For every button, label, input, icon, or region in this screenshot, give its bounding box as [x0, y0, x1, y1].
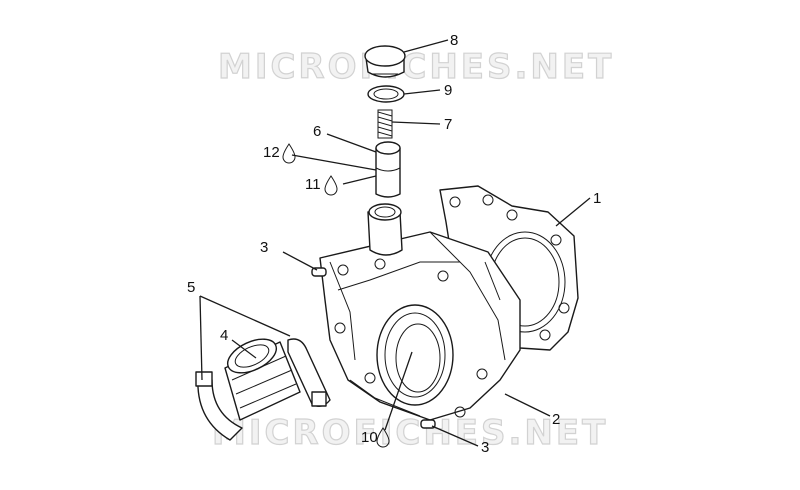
- leader-lines: [199, 39, 591, 447]
- oil-drop-icon: [324, 175, 338, 196]
- callout-10: 10: [361, 429, 378, 446]
- cylinder-part: [319, 203, 521, 421]
- watermark-bottom: MICROFICHES.NET: [212, 413, 608, 453]
- intake-manifold-part: [224, 338, 301, 421]
- callout-4: 4: [220, 327, 228, 344]
- clamp-right: [287, 338, 331, 407]
- watermark-top: MICROFICHES.NET: [218, 47, 614, 87]
- oil-drop-icon: [282, 143, 296, 164]
- oil-drop-icon: [376, 427, 390, 448]
- callout-5: 5: [187, 279, 195, 296]
- dowel-pin-lower: [420, 419, 436, 429]
- cap-part: [364, 45, 406, 78]
- callout-3-lower: 3: [481, 439, 489, 456]
- spring-part: [377, 109, 393, 139]
- clamp-left: [195, 371, 243, 441]
- callout-2: 2: [552, 411, 560, 428]
- callout-12: 12: [263, 144, 280, 161]
- o-ring-part: [367, 85, 405, 103]
- callout-8: 8: [450, 32, 458, 49]
- callout-3-upper: 3: [260, 239, 268, 256]
- callout-9: 9: [444, 82, 452, 99]
- callout-7: 7: [444, 116, 452, 133]
- tube-part: [375, 141, 401, 198]
- callout-6: 6: [313, 123, 321, 140]
- dowel-pin-upper: [311, 267, 327, 277]
- callout-11: 11: [305, 176, 321, 193]
- callout-1: 1: [593, 190, 601, 207]
